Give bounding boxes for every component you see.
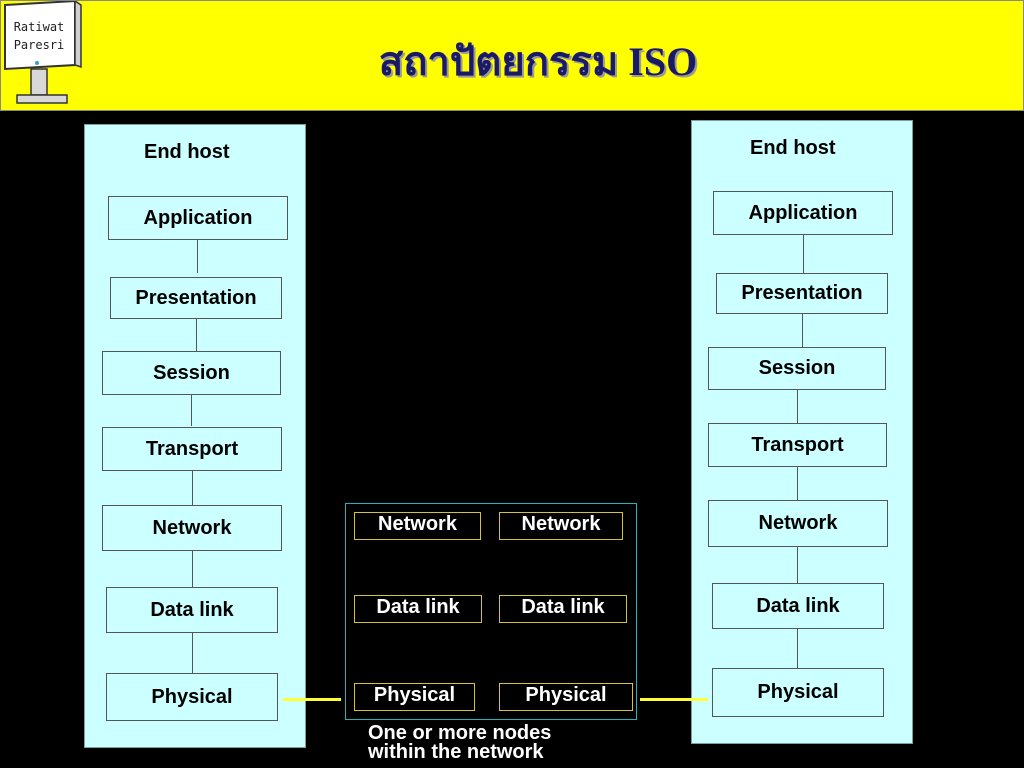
network-caption: One or more nodes within the network [368,722,552,763]
right-stack-connector [803,235,804,273]
left-stack-connector [191,394,192,426]
right-stack-connector [797,547,798,583]
left-layer-data-link: Data link [106,587,278,633]
logo-text-line1: Ratiwat [13,20,65,34]
node2-layer-data-link: Data link [499,595,627,623]
physical-link-left [283,698,341,701]
right-layer-network: Network [708,500,888,547]
right-end-host-label: End host [750,137,836,159]
node1-layer-network: Network [354,512,481,540]
node1-layer-physical: Physical [354,683,475,711]
node2-layer-physical: Physical [499,683,633,711]
title-banner: Ratiwat Paresri สถาปัตยกรรม ISO [0,0,1024,111]
left-layer-application: Application [108,196,288,240]
right-layer-transport: Transport [708,423,887,467]
physical-link-right [640,698,708,701]
left-layer-transport: Transport [102,427,282,471]
monitor-logo-icon: Ratiwat Paresri [1,0,83,109]
left-stack-connector [196,319,197,351]
node2-layer-network: Network [499,512,623,540]
left-layer-network: Network [102,505,282,551]
right-stack-connector [797,629,798,668]
left-stack-connector [192,551,193,587]
node1-layer-data-link: Data link [354,595,482,623]
left-end-host-label: End host [144,141,230,163]
left-stack-connector [192,633,193,673]
page-title: สถาปัตยกรรม ISO [378,39,698,84]
left-stack-connector [197,239,198,273]
caption-line1: One or more nodes [368,722,552,744]
right-layer-physical: Physical [712,668,884,717]
right-layer-application: Application [713,191,893,235]
right-stack-connector [797,467,798,500]
right-layer-session: Session [708,347,886,390]
left-layer-physical: Physical [106,673,278,721]
left-layer-session: Session [102,351,281,395]
left-stack-connector [192,471,193,505]
right-stack-connector [802,314,803,347]
logo-text-line2: Paresri [13,38,65,52]
right-layer-data-link: Data link [712,583,884,629]
left-layer-presentation: Presentation [110,277,282,319]
right-layer-presentation: Presentation [716,273,888,314]
caption-line2: within the network [368,741,544,763]
right-stack-connector [797,390,798,423]
